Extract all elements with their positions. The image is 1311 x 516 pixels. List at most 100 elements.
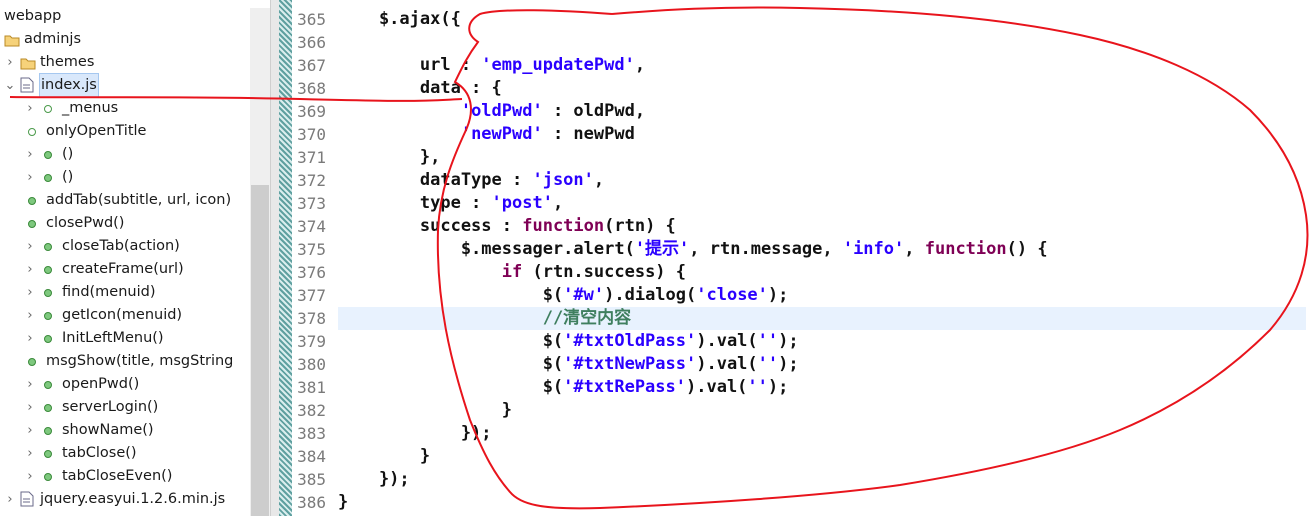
chevron-right-icon[interactable]: › bbox=[27, 400, 33, 415]
chevron-right-icon[interactable]: › bbox=[7, 55, 13, 70]
code-line[interactable]: dataType : 'json', bbox=[338, 169, 604, 192]
tree-item[interactable]: ›serverLogin() bbox=[0, 396, 250, 419]
chevron-right-icon[interactable]: › bbox=[27, 446, 33, 461]
code-line[interactable]: if (rtn.success) { bbox=[338, 261, 686, 284]
code-line[interactable]: url : 'emp_updatePwd', bbox=[338, 54, 645, 77]
javascript-file-icon bbox=[20, 74, 34, 101]
code-line[interactable]: }, bbox=[338, 146, 440, 169]
code-token-str: '' bbox=[757, 331, 779, 351]
code-line[interactable]: 'oldPwd' : oldPwd, bbox=[338, 100, 645, 123]
function-icon bbox=[28, 350, 36, 374]
chevron-right-icon[interactable]: › bbox=[27, 423, 33, 438]
code-line[interactable]: $('#txtRePass').val(''); bbox=[338, 376, 789, 399]
line-number: 376 bbox=[297, 263, 326, 282]
chevron-right-icon[interactable]: › bbox=[27, 285, 33, 300]
code-line[interactable]: } bbox=[338, 491, 348, 514]
code-token: ); bbox=[767, 285, 789, 305]
code-token: type : bbox=[338, 193, 492, 213]
code-line[interactable]: //清空内容 bbox=[338, 307, 631, 330]
tree-item[interactable]: › () bbox=[0, 166, 250, 189]
tree-item[interactable]: ›find(menuid) bbox=[0, 281, 250, 304]
tree-item[interactable]: onlyOpenTitle bbox=[0, 120, 250, 143]
tree-item-label: () bbox=[62, 169, 74, 185]
function-icon bbox=[44, 235, 52, 259]
tree-item[interactable]: › jquery.easyui.1.2.6.min.js bbox=[0, 488, 250, 511]
tree-item[interactable]: › InitLeftMenu() bbox=[0, 327, 250, 350]
function-icon bbox=[44, 304, 52, 328]
tree-item[interactable]: ›() bbox=[0, 143, 250, 166]
tree-item[interactable]: › showName() bbox=[0, 419, 250, 442]
code-token-str: '提示' bbox=[634, 239, 690, 259]
tree-item[interactable]: addTab(subtitle, url, icon) bbox=[0, 189, 250, 212]
tree-item-label: index.js bbox=[39, 73, 99, 98]
code-token: ); bbox=[767, 377, 789, 397]
code-token-str: '' bbox=[747, 377, 768, 397]
chevron-right-icon[interactable]: › bbox=[27, 331, 33, 346]
chevron-right-icon[interactable]: › bbox=[27, 469, 33, 484]
code-line[interactable]: success : function(rtn) { bbox=[338, 215, 676, 238]
tree-item[interactable]: webapp bbox=[0, 5, 250, 28]
chevron-down-icon[interactable]: ⌄ bbox=[4, 78, 16, 93]
code-line[interactable]: }); bbox=[338, 422, 492, 445]
code-line[interactable]: $('#txtNewPass').val(''); bbox=[338, 353, 799, 376]
tree-item-label: onlyOpenTitle bbox=[46, 123, 147, 139]
tree-item[interactable]: ›_menus bbox=[0, 97, 250, 120]
chevron-right-icon[interactable]: › bbox=[7, 492, 13, 507]
code-line[interactable]: $.messager.alert('提示', rtn.message, 'inf… bbox=[338, 238, 1048, 261]
tree-item[interactable]: ›themes bbox=[0, 51, 250, 74]
line-number: 385 bbox=[297, 470, 326, 489]
line-number: 372 bbox=[297, 171, 326, 190]
code-line[interactable]: $('#w').dialog('close'); bbox=[338, 284, 789, 307]
function-icon bbox=[44, 396, 52, 420]
code-token-kw: function bbox=[522, 216, 605, 236]
code-line[interactable]: type : 'post', bbox=[338, 192, 563, 215]
tree-item-label: InitLeftMenu() bbox=[62, 330, 164, 346]
folder-icon bbox=[20, 51, 36, 78]
chevron-right-icon[interactable]: › bbox=[27, 262, 33, 277]
tree-item[interactable]: ›closeTab(action) bbox=[0, 235, 250, 258]
code-token bbox=[338, 262, 502, 282]
code-line[interactable]: $('#txtOldPass').val(''); bbox=[338, 330, 799, 353]
tree-item-label: addTab(subtitle, url, icon) bbox=[46, 192, 232, 208]
function-icon bbox=[44, 373, 52, 397]
line-number: 386 bbox=[297, 493, 326, 512]
tree-item[interactable]: adminjs bbox=[0, 28, 250, 51]
tree-item[interactable]: ›createFrame(url) bbox=[0, 258, 250, 281]
code-token: : newPwd bbox=[542, 124, 635, 144]
folder-open-icon bbox=[4, 28, 20, 55]
function-icon bbox=[44, 442, 52, 466]
tree-scrollbar-thumb[interactable] bbox=[251, 185, 269, 516]
tree-item[interactable]: ⌄ index.js bbox=[0, 73, 250, 98]
field-icon bbox=[44, 97, 52, 121]
code-token: () { bbox=[1006, 239, 1048, 259]
code-token: url : bbox=[338, 55, 482, 75]
chevron-right-icon[interactable]: › bbox=[27, 308, 33, 323]
tree-item-label: tabClose() bbox=[62, 445, 137, 461]
code-token-str: '#txtRePass' bbox=[563, 377, 686, 397]
tree-item-label: jquery.easyui.1.2.6.min.js bbox=[40, 491, 226, 507]
tree-item[interactable]: msgShow(title, msgString bbox=[0, 350, 250, 373]
line-number: 371 bbox=[297, 148, 326, 167]
code-line[interactable]: } bbox=[338, 445, 430, 468]
code-line[interactable]: data : { bbox=[338, 77, 502, 100]
tree-item[interactable]: ›openPwd() bbox=[0, 373, 250, 396]
code-token: } bbox=[338, 492, 349, 512]
code-line[interactable]: } bbox=[338, 399, 512, 422]
chevron-right-icon[interactable]: › bbox=[27, 147, 33, 162]
tree-item[interactable]: ›getIcon(menuid) bbox=[0, 304, 250, 327]
chevron-right-icon[interactable]: › bbox=[27, 239, 33, 254]
tree-item[interactable]: › tabClose() bbox=[0, 442, 250, 465]
code-line[interactable]: 'newPwd' : newPwd bbox=[338, 123, 635, 146]
tree-item-label: showName() bbox=[62, 422, 154, 438]
code-token: $( bbox=[338, 354, 564, 374]
chevron-right-icon[interactable]: › bbox=[27, 101, 33, 116]
tree-item[interactable]: ›tabCloseEven() bbox=[0, 465, 250, 488]
line-number: 384 bbox=[297, 447, 326, 466]
tree-item[interactable]: closePwd() bbox=[0, 212, 250, 235]
chevron-right-icon[interactable]: › bbox=[27, 377, 33, 392]
line-number: 377 bbox=[297, 286, 326, 305]
code-line[interactable]: }); bbox=[338, 468, 410, 491]
chevron-right-icon[interactable]: › bbox=[27, 170, 33, 185]
code-token-kw: if bbox=[501, 262, 523, 282]
code-line[interactable]: $.ajax({ bbox=[338, 8, 461, 31]
